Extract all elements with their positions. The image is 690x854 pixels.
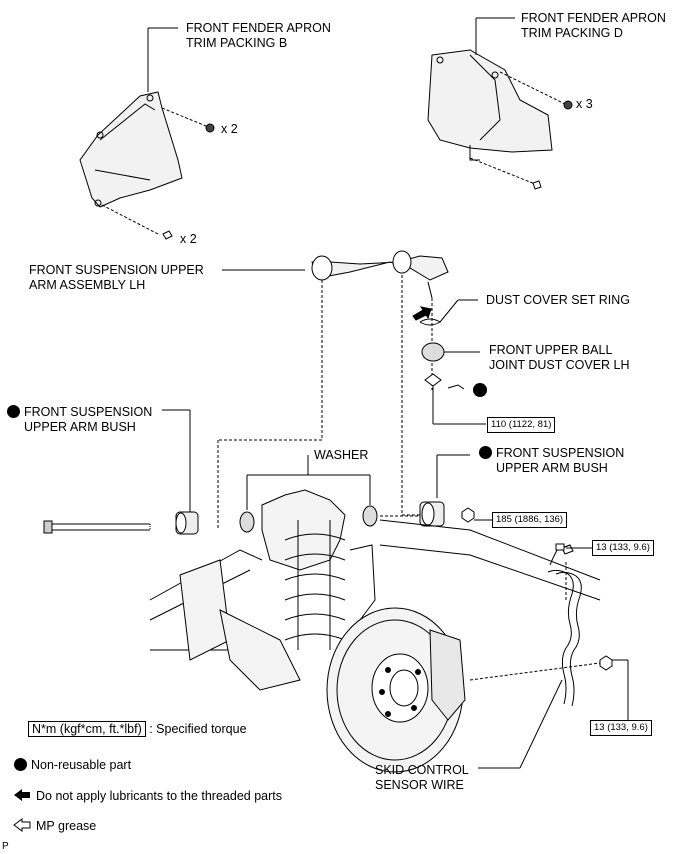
- legend-torque-unit-box: N*m (kgf*cm, ft.*lbf): [28, 721, 146, 737]
- label-washer: WASHER: [314, 448, 369, 462]
- torque-ball-joint-nut: 110 (1122, 81): [487, 417, 556, 433]
- label-upper-arm-bush-left: FRONT SUSPENSION UPPER ARM BUSH: [7, 405, 152, 435]
- legend-specified-torque: N*m (kgf*cm, ft.*lbf) : Specified torque: [28, 721, 247, 737]
- brake-disc-and-hub: [326, 607, 466, 773]
- torque-sensor-bolt-bottom: 13 (133, 9.6): [590, 720, 652, 736]
- non-reusable-dot-icon: [7, 405, 20, 418]
- label-qty-d-clip: x 3: [576, 97, 593, 111]
- knuckle-and-coil-spring: [261, 489, 376, 650]
- legend-no-lubricants: Do not apply lubricants to the threaded …: [36, 789, 282, 803]
- label-upper-arm-bush-right: FRONT SUSPENSION UPPER ARM BUSH: [479, 446, 624, 476]
- legend-non-reusable: Non-reusable part: [14, 757, 131, 773]
- fender-apron-trim-packing-b: [79, 91, 183, 208]
- fender-apron-trim-packing-d: [427, 49, 553, 161]
- label-qty-b-screw: x 2: [180, 232, 197, 246]
- page-marker: P: [2, 841, 9, 852]
- non-reusable-dot-ball-joint: [473, 383, 487, 397]
- non-reusable-dot-icon: [479, 446, 492, 459]
- torque-sensor-bolt-top: 13 (133, 9.6): [592, 540, 654, 556]
- label-dust-cover-set-ring: DUST COVER SET RING: [486, 293, 631, 307]
- upper-arm-assembly: [311, 250, 449, 299]
- torque-arm-bolt-nut: 185 (1886, 136): [492, 512, 568, 528]
- legend-torque-desc: : Specified torque: [149, 722, 247, 736]
- mp-grease-arrow-icon: [13, 818, 31, 832]
- legend-mp-grease: MP grease: [36, 819, 97, 833]
- non-reusable-dot-icon: [14, 758, 27, 771]
- label-qty-b-clip: x 2: [221, 122, 238, 136]
- vehicle-frame: [149, 519, 601, 691]
- pivot-bolt: [43, 520, 151, 534]
- no-lube-arrow-icon: [14, 789, 30, 801]
